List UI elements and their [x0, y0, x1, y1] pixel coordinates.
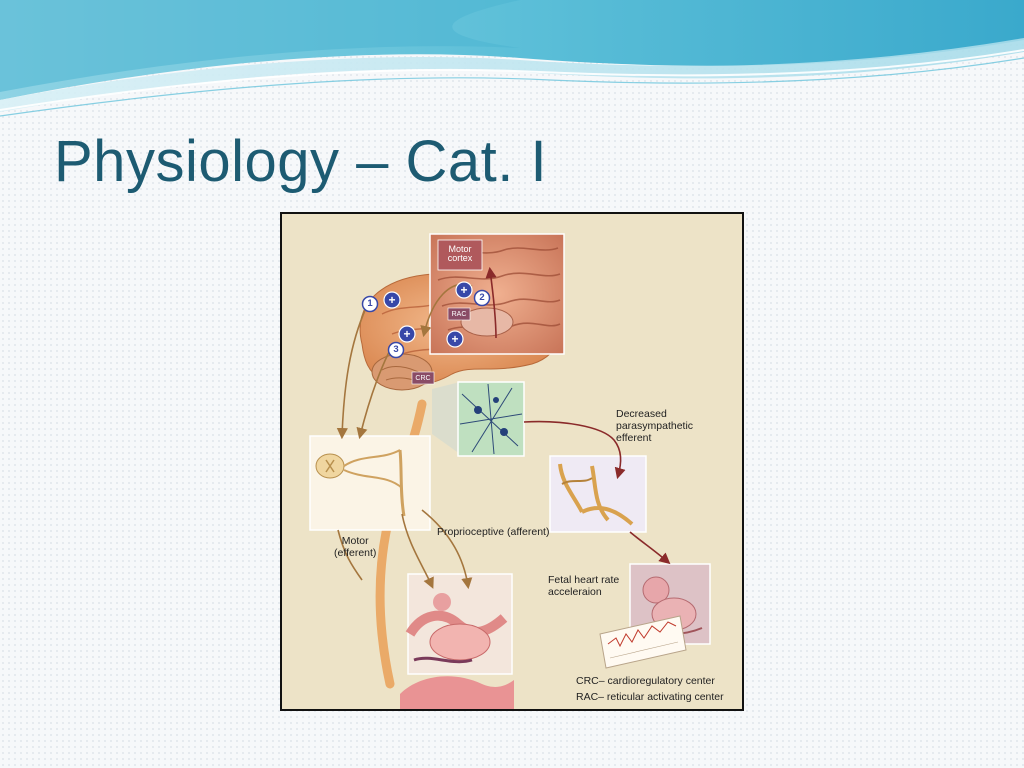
- step-marker-3: [387, 341, 405, 359]
- physiology-diagram: Motor cortex RAC CRC + + + + 1 2 3 Decre…: [280, 212, 744, 711]
- parasympathetic-pathway: [485, 266, 671, 565]
- plus-marker-4: [446, 330, 464, 348]
- plus-marker-2: [455, 281, 473, 299]
- plus-sign-3: +: [403, 327, 411, 341]
- proprioceptive-label: Proprioceptive (afferent): [437, 526, 550, 538]
- plus-sign-2: +: [460, 283, 468, 297]
- step-marker-1: [361, 295, 379, 313]
- motor-cortex-box: [437, 239, 483, 271]
- rac-box: [447, 307, 471, 321]
- slide-title: Physiology – Cat. I: [54, 129, 548, 194]
- rac-legend: RAC– reticular activating center: [576, 691, 724, 703]
- spinal-section-inset: [309, 435, 431, 531]
- rac-label: RAC: [451, 311, 467, 318]
- step-number-1: 1: [367, 298, 373, 309]
- excitatory-markers: [383, 281, 473, 348]
- crc-box: [411, 371, 435, 385]
- header-wave-decoration: [0, 0, 1024, 117]
- decreased-parasympathetic-label: Decreased parasympathetic efferent: [616, 408, 694, 444]
- fetal-heart-rate-label: Fetal heart rate acceleraion: [548, 574, 620, 598]
- step-number-2: 2: [479, 292, 485, 303]
- plus-marker-1: [383, 291, 401, 309]
- crc-label: CRC: [415, 375, 431, 382]
- crc-legend: CRC– cardioregulatory center: [576, 675, 715, 687]
- motor-efferent-label: Motor (efferent): [334, 535, 377, 559]
- plus-sign-1: +: [388, 293, 396, 307]
- plus-marker-3: [398, 325, 416, 343]
- fetal-heart-tracing: [599, 615, 687, 669]
- motor-cortex-label: Motor cortex: [447, 244, 473, 263]
- diagram-illustration: [309, 233, 711, 709]
- plus-sign-4: +: [451, 332, 459, 346]
- step-markers: [361, 289, 491, 359]
- ganglion-inset: [549, 455, 647, 533]
- neuron-network-inset: [432, 381, 525, 457]
- step-number-3: 3: [393, 344, 399, 355]
- step-marker-2: [473, 289, 491, 307]
- uterus-inset: [405, 573, 513, 675]
